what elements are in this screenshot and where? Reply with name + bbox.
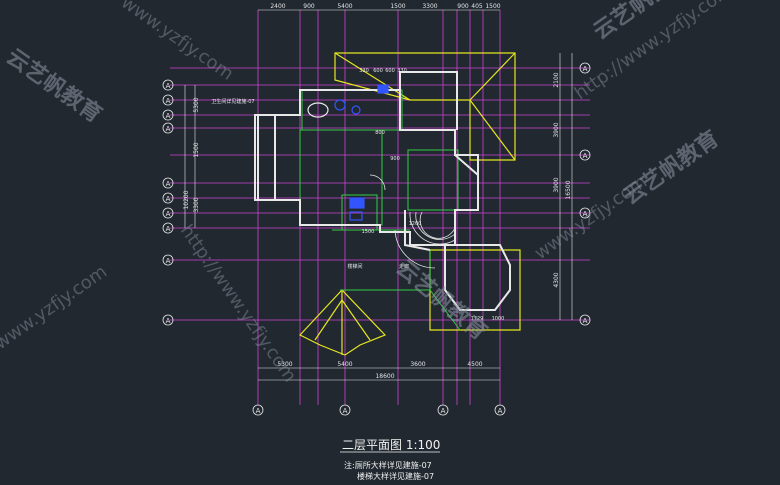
room-dim: 600 <box>373 68 383 74</box>
axis-label: A <box>166 97 171 105</box>
left-dim: 3300 <box>193 197 200 212</box>
watermark-site: www.yzfjy.com <box>531 171 651 264</box>
bottom-dim: 3600 <box>410 361 425 368</box>
watermark-site: www.yzfjy.com <box>117 0 237 85</box>
axis-label: A <box>343 407 348 415</box>
axis-label: A <box>583 317 588 325</box>
drawing-note: 注:厕所大样详见建施-07 <box>344 460 432 470</box>
room-dim: 1000 <box>492 316 505 322</box>
drawing-title: 二层平面图 1:100 <box>342 438 440 452</box>
axis-label: A <box>166 317 171 325</box>
axis-label: A <box>166 112 171 120</box>
bottom-dim: 4500 <box>467 361 482 368</box>
axis-bubble-left <box>162 79 174 326</box>
watermark-site: www.yzfjy.com <box>0 261 111 354</box>
right-dim: 3900 <box>553 177 560 192</box>
axis-bubbles: A A A A A A A A A A A A A A A A A A <box>162 62 591 416</box>
top-dim: 900 <box>303 3 315 10</box>
stair <box>369 174 456 269</box>
axis-label: A <box>166 257 171 265</box>
bottom-dim: 5400 <box>337 361 352 368</box>
axis-label: A <box>166 125 171 133</box>
axis-label: A <box>166 82 171 90</box>
watermark-url: http://www.yzfjy.com <box>176 221 301 386</box>
room-dim: 600 <box>385 68 395 74</box>
room-dim: 1500 <box>362 229 375 235</box>
axis-bubble-bottom <box>252 404 506 416</box>
right-dim: 4300 <box>553 272 560 287</box>
top-dim: 405 <box>471 3 483 10</box>
axis-label: A <box>583 65 588 73</box>
top-dim: 1500 <box>390 3 405 10</box>
room-dim: 900 <box>390 156 400 162</box>
top-dim: 3300 <box>422 3 437 10</box>
axis-label: A <box>583 152 588 160</box>
axis-label: A <box>256 407 261 415</box>
axis-label: A <box>441 407 446 415</box>
walls <box>254 71 511 311</box>
axis-label: A <box>583 210 588 218</box>
room-dim: 330 <box>359 68 369 74</box>
bottom-dim: 5300 <box>277 361 292 368</box>
axis-label: A <box>166 210 171 218</box>
room-dim: 1729 <box>471 316 484 322</box>
watermark-brand: 云艺帆教育 <box>391 255 492 346</box>
room-dim: 1200 <box>409 221 422 227</box>
left-total: 10200 <box>183 190 190 209</box>
fixtures <box>307 84 389 221</box>
watermark-brand: 云艺帆教育 <box>2 44 107 128</box>
axis-label: A <box>166 195 171 203</box>
drawing-note: 楼梯大样详见建施-07 <box>357 471 434 481</box>
watermark: 云艺帆教育 云艺帆教育 云艺帆教育 云艺帆教育 www.yzfjy.com ww… <box>0 0 736 386</box>
top-dim: 5400 <box>337 3 352 10</box>
room-dim: 330 <box>397 68 407 74</box>
dimension-lines <box>184 9 573 381</box>
axis-label: A <box>166 180 171 188</box>
left-dim: 1500 <box>193 142 200 157</box>
room-dim: 800 <box>375 130 385 136</box>
room-annotation: 走廊 <box>399 263 409 270</box>
axis-label: A <box>166 225 171 233</box>
axis-label: A <box>498 407 503 415</box>
room-annotation: 楼梯间 <box>347 263 362 270</box>
top-dim: 2400 <box>270 3 285 10</box>
room-annotation: 卫生间详见建施-07 <box>211 98 254 105</box>
right-dim: 3900 <box>553 122 560 137</box>
left-dim: 5300 <box>193 97 200 112</box>
axis-bubble-right <box>579 62 591 326</box>
watermark-url: http://www.yzfjy.com <box>571 0 736 104</box>
bottom-total: 18600 <box>375 373 394 380</box>
top-dim: 1500 <box>485 3 500 10</box>
right-dim: 2100 <box>553 72 560 87</box>
right-total: 16500 <box>565 180 572 199</box>
top-dim: 900 <box>457 3 469 10</box>
